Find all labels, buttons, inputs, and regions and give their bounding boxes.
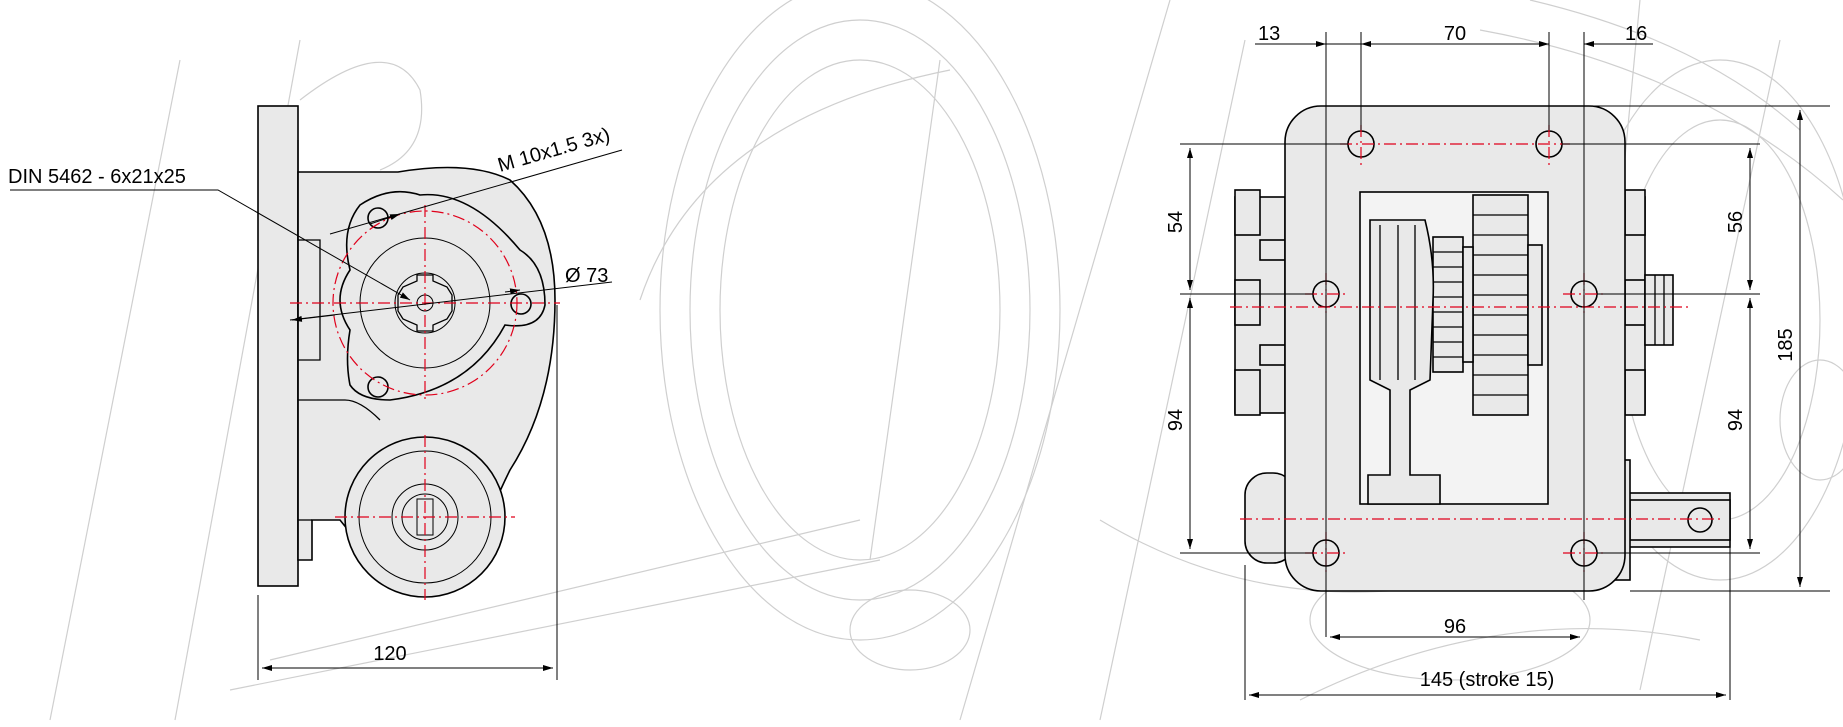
dim-top-center: 70 (1444, 23, 1466, 45)
dim-top-right: 16 (1625, 23, 1647, 45)
gear-large (1472, 194, 1529, 416)
dim-right-upper: 56 (1725, 211, 1747, 233)
shift-fork (1367, 219, 1441, 505)
bolt-circle-label: Ø 73 (565, 265, 608, 287)
dim-overall-width: 145 (stroke 15) (1420, 669, 1555, 691)
spline-shaft-profile (397, 274, 453, 332)
dim-left-lower: 94 (1165, 409, 1187, 431)
right-view: 13 70 16 54 94 56 94 185 96 145 (stroke … (1165, 23, 1830, 700)
front-flange (339, 190, 546, 401)
dim-right-lower: 94 (1725, 409, 1747, 431)
left-view: DIN 5462 - 6x21x25 M 10x1.5 3x) Ø 73 120 (8, 105, 623, 680)
spline-leader (10, 189, 411, 301)
gear-small (1432, 236, 1464, 373)
width-label: 120 (373, 643, 406, 665)
thread-label: M 10x1.5 3x) (495, 124, 612, 177)
shift-rod-eye (1687, 507, 1713, 533)
dim-hole-spacing: 96 (1444, 616, 1466, 638)
mounting-flange (257, 105, 299, 587)
bolt-hole-bottom (367, 376, 389, 398)
bolt-hole-right (510, 293, 532, 315)
spline-label: DIN 5462 - 6x21x25 (8, 166, 186, 188)
dim-overall-height: 185 (1775, 328, 1797, 361)
dim-left-upper: 54 (1165, 211, 1187, 233)
dim-top-left: 13 (1258, 23, 1280, 45)
input-shaft (1644, 274, 1674, 346)
